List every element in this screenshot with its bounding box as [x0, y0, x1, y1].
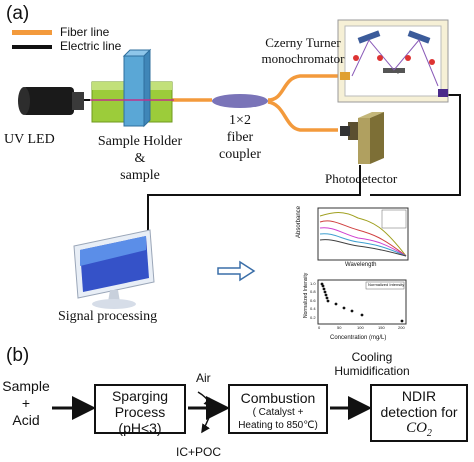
fiber-coupler-icon: [212, 94, 268, 108]
monochromator-label: Czerny Turner monochromator: [258, 35, 348, 67]
air-inlet-arrow: [197, 391, 214, 408]
intensity-ytick-4: 0.2: [310, 315, 316, 320]
co2-formula: CO2: [372, 420, 466, 442]
cooling-line-2: Humidification: [334, 364, 410, 378]
intensity-ytick-3: 0.4: [310, 306, 316, 311]
intensity-ylabel: Normalized Intensity: [303, 272, 309, 318]
combustion-sub-2: Heating to 850℃): [238, 420, 318, 431]
intensity-xlabel: Concentration (mg/L): [330, 335, 387, 341]
input-line-3: Acid: [12, 412, 40, 428]
sparging-line-2: Process: [114, 404, 166, 420]
intensity-plot: [317, 279, 407, 325]
intensity-ytick-0: 1.0: [310, 281, 316, 286]
input-label: Sample + Acid: [0, 378, 52, 429]
co2-base: CO: [406, 420, 427, 436]
signal-processing-label: Signal processing: [58, 309, 158, 324]
sample-holder-label: Sample Holder & sample: [88, 133, 192, 184]
grating-label: Grating: [383, 69, 400, 75]
fiber-line-label: Fiber line: [60, 25, 110, 39]
monochromator-line-1: Czerny Turner: [265, 35, 341, 50]
sample-holder-icon: [90, 48, 174, 128]
intensity-ytick-1: 0.8: [310, 289, 316, 294]
combustion-box: Combustion ( Catalyst + Heating to 850℃): [228, 384, 328, 434]
absorbance-plot: [317, 207, 409, 261]
sample-holder-line-3: sample: [120, 168, 160, 183]
combustion-sub-1: ( Catalyst +: [252, 407, 304, 418]
sparging-line-1: Sparging: [111, 388, 169, 404]
intensity-xtick-4: 200: [398, 325, 405, 330]
input-line-2: +: [21, 395, 31, 411]
sparging-line-3: (pH<3): [118, 420, 162, 436]
process-flow-arrows: [52, 391, 372, 434]
coupler-line-1: 1×2: [229, 113, 251, 128]
panel-b-label: (b): [6, 345, 30, 366]
cooling-line-1: Cooling: [351, 350, 393, 364]
monochromator-line-2: monochromator: [261, 51, 345, 66]
arrow-right-icon: [217, 260, 256, 282]
combustion-title: Combustion: [240, 390, 316, 406]
fiber-line-swatch: [12, 30, 52, 35]
absorbance-ylabel: Absorbance: [296, 205, 302, 238]
intensity-xtick-2: 100: [357, 325, 364, 330]
co2-subscript: 2: [426, 428, 432, 439]
intensity-xtick-0: 0: [318, 325, 321, 330]
sample-holder-line-1: Sample Holder: [97, 134, 183, 149]
setup-schematic: [18, 19, 461, 325]
intensity-ytick-2: 0.6: [310, 298, 316, 303]
ndir-box: NDIR detection for CO2: [370, 384, 468, 442]
coupler-line-3: coupler: [219, 147, 261, 162]
wire-detector-to-computer: [147, 165, 361, 240]
cooling-label: Cooling Humidification: [320, 350, 424, 378]
intensity-xtick-3: 150: [378, 325, 385, 330]
coupler-label: 1×2 fiber coupler: [212, 112, 268, 163]
ic-poc-label: IC+POC: [176, 445, 222, 459]
electric-line-swatch: [12, 45, 52, 49]
uv-led-label: UV LED: [4, 132, 55, 147]
absorbance-xlabel: Wavelength: [345, 262, 377, 268]
sparging-box: Sparging Process (pH<3): [94, 384, 186, 436]
fiber-coupler-to-photodetector: [267, 100, 338, 132]
coupler-line-2: fiber: [226, 130, 254, 145]
panel-a-label: (a): [6, 3, 30, 24]
input-line-1: Sample: [2, 378, 50, 394]
wire-monochromator-to-detector: [370, 94, 461, 196]
uv-led-icon: [18, 87, 84, 115]
photodetector-icon: [340, 112, 384, 164]
intensity-xtick-1: 50: [337, 325, 342, 330]
monochromator-icon: [337, 19, 449, 103]
sample-holder-line-2: &: [134, 151, 146, 166]
ndir-line-2: detection for: [380, 404, 458, 420]
photodetector-label: Photodetector: [325, 171, 398, 186]
electric-line-label: Electric line: [60, 39, 122, 53]
air-label: Air: [196, 371, 211, 385]
intensity-legend: Normalized Intensity: [368, 282, 405, 287]
ndir-line-1: NDIR: [401, 388, 437, 404]
computer-monitor-icon: [73, 229, 155, 309]
ic-poc-outlet-arrow: [201, 411, 213, 434]
fiber-coupler-to-monochromator: [267, 74, 340, 102]
